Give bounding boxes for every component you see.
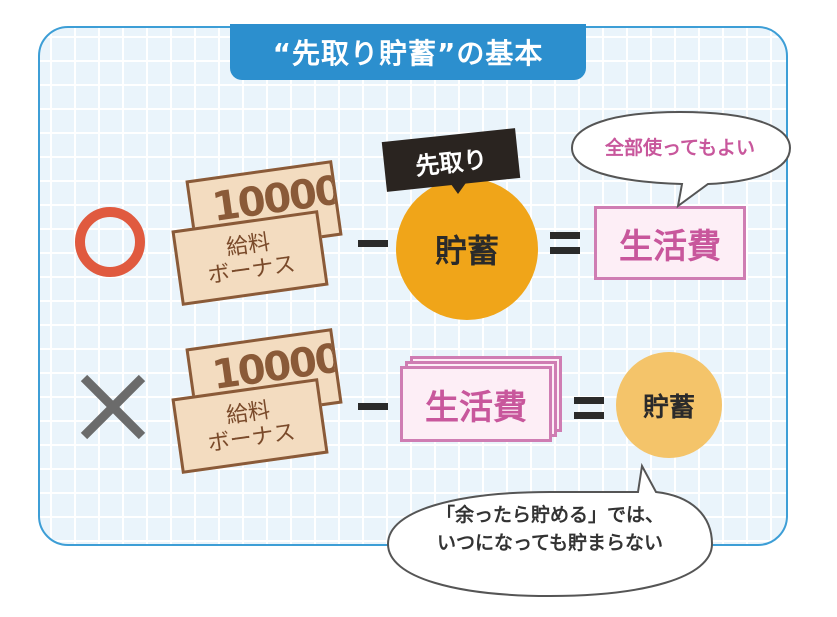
diagram-title: “先取り貯蓄”の基本 xyxy=(230,24,586,80)
precede-tag-label: 先取り xyxy=(413,144,489,181)
bubble-text: 全部使ってもよい xyxy=(604,137,756,159)
speech-bubble xyxy=(386,462,714,598)
savings-label: 貯蓄 xyxy=(434,232,499,270)
living-expense-box: 生活費 xyxy=(400,366,552,442)
savings-circle: 貯蓄 xyxy=(396,178,538,320)
bubble-text-line2: いつになっても貯まらない xyxy=(436,531,664,554)
living-expense-label: 生活費 xyxy=(619,226,721,267)
circle-mark xyxy=(75,207,145,277)
minus-sign xyxy=(358,403,388,410)
bubble-text-line1: 「余ったら貯める」では、 xyxy=(435,504,664,526)
living-expense-label: 生活費 xyxy=(425,387,527,428)
living-expense-box: 生活費 xyxy=(594,206,746,280)
precede-tag-tail xyxy=(448,180,468,194)
savings-label: 貯蓄 xyxy=(642,392,695,423)
bill-label-line2: ボーナス xyxy=(206,419,298,457)
bill-label-line2: ボーナス xyxy=(206,251,298,289)
equals-sign xyxy=(550,232,580,254)
cross-mark xyxy=(80,374,146,440)
minus-sign xyxy=(358,240,388,247)
speech-bubble xyxy=(570,110,792,209)
equals-sign xyxy=(574,397,604,419)
savings-circle-small: 貯蓄 xyxy=(616,352,722,458)
bubble-text: 「余ったら貯める」では、 いつになっても貯まらない xyxy=(398,502,702,557)
